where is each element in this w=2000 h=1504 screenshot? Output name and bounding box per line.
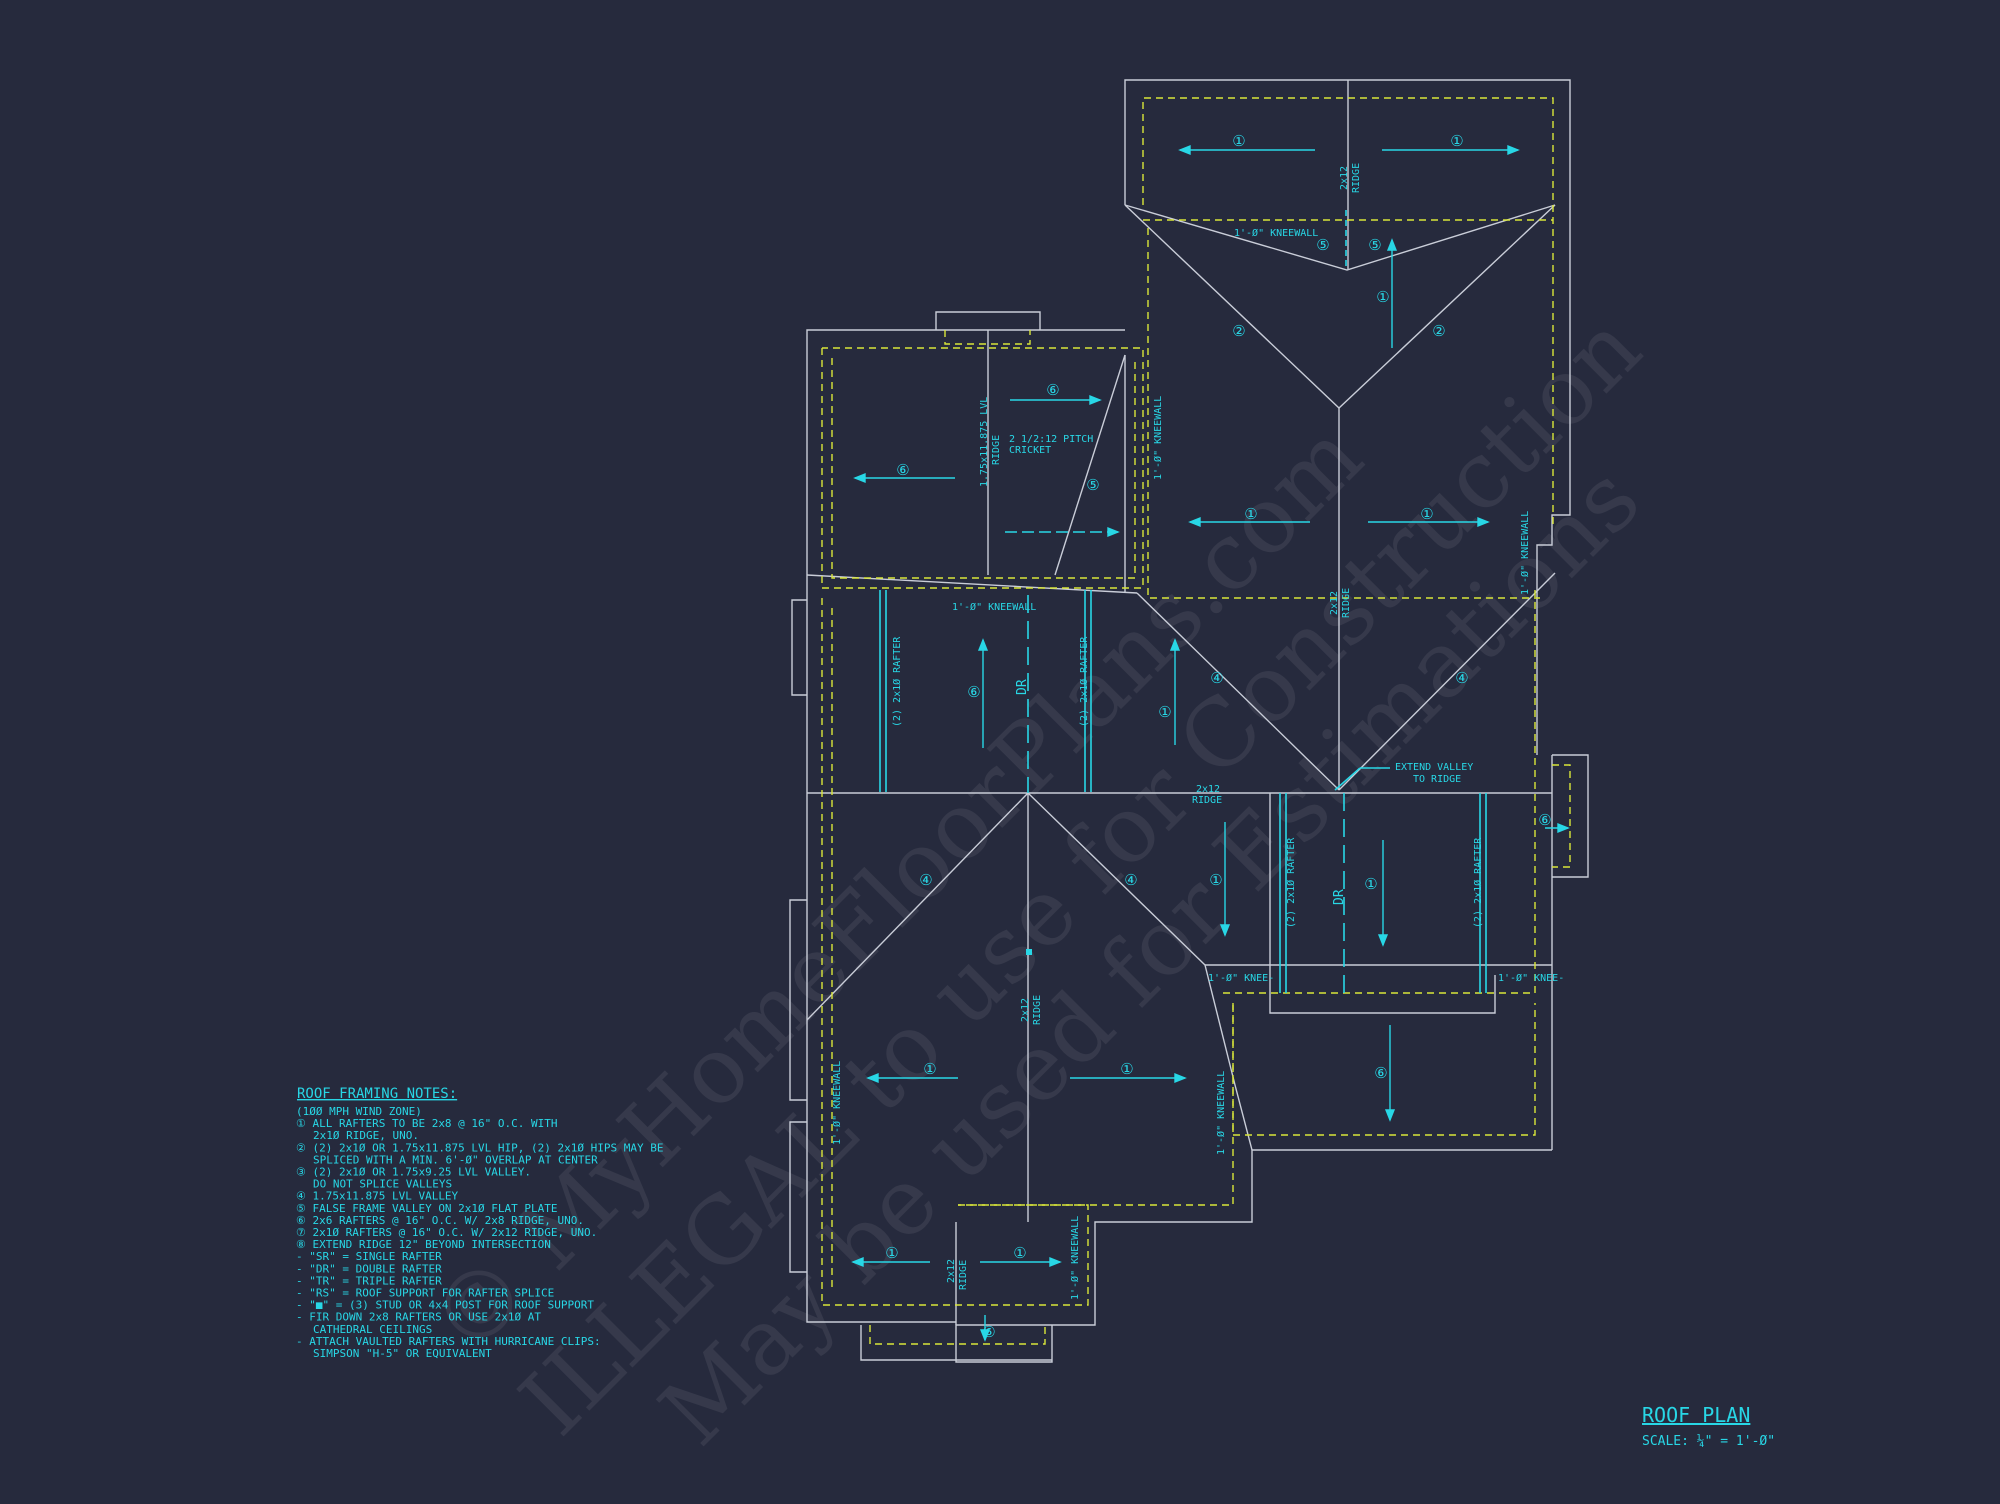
callout-6: ⑥ bbox=[982, 1323, 995, 1341]
callout-4: ④ bbox=[1124, 871, 1137, 889]
notes-line: ① ALL RAFTERS TO BE 2x8 @ 16" O.C. WITH bbox=[296, 1117, 558, 1130]
ridge-size-label: 2x12 bbox=[1329, 591, 1340, 615]
callout-6: ⑥ bbox=[896, 461, 909, 479]
rafter-label: (2) 2x1Ø RAFTER bbox=[1472, 837, 1484, 928]
wall-dashed-lines bbox=[821, 97, 1571, 1345]
callout-1: ① bbox=[1158, 703, 1171, 721]
ridge-label: RIDGE bbox=[958, 1260, 969, 1290]
roof-framing-notes: ROOF FRAMING NOTES: (1ØØ MPH WIND ZONE)①… bbox=[296, 1086, 663, 1360]
ridge-label: RIDGE bbox=[1192, 795, 1222, 806]
roof-outline bbox=[789, 79, 1589, 1363]
double-rafter-label: DR bbox=[1015, 679, 1030, 695]
callout-1: ① bbox=[885, 1244, 898, 1262]
kneewall-label: 1'-Ø" KNEEWALL bbox=[1234, 227, 1318, 239]
notes-line: ⑦ 2x1Ø RAFTERS @ 16" O.C. W/ 2x12 RIDGE,… bbox=[296, 1226, 597, 1239]
callout-6: ⑥ bbox=[1046, 381, 1059, 399]
kneewall-label: 1'-Ø" KNEEWALL bbox=[1215, 1071, 1227, 1155]
kneewall-label: 1'-Ø" KNEEWALL bbox=[1519, 511, 1531, 595]
drawing-scale: SCALE: ¼" = 1'-Ø" bbox=[1642, 1434, 1775, 1449]
extend-valley-label: TO RIDGE bbox=[1413, 774, 1461, 785]
notes-line: ⑥ 2x6 RAFTERS @ 16" O.C. W/ 2x8 RIDGE, U… bbox=[296, 1214, 584, 1227]
callout-1: ① bbox=[1120, 1060, 1133, 1078]
notes-line: - "TR" = TRIPLE RAFTER bbox=[296, 1274, 442, 1287]
ridge-label: RIDGE bbox=[1032, 995, 1043, 1025]
ridge-size-label: 2x12 bbox=[1339, 166, 1350, 190]
support-post bbox=[1026, 949, 1032, 955]
notes-line: (1ØØ MPH WIND ZONE) bbox=[296, 1105, 422, 1118]
ridge-label: RIDGE bbox=[1351, 163, 1362, 193]
callout-1: ① bbox=[1209, 871, 1222, 889]
notes-line: 2x1Ø RIDGE, UNO. bbox=[313, 1129, 419, 1142]
lvl-ridge-label: RIDGE bbox=[991, 435, 1002, 465]
callout-1: ① bbox=[1420, 505, 1433, 523]
rafter-label: (2) 2x1Ø RAFTER bbox=[1285, 837, 1297, 928]
kneewall-label: 1'-Ø" KNEEWALL bbox=[831, 1061, 843, 1145]
callout-5: ⑤ bbox=[1086, 476, 1099, 494]
callout-1: ① bbox=[1364, 875, 1377, 893]
notes-line: CATHEDRAL CEILINGS bbox=[313, 1323, 432, 1336]
callout-2: ② bbox=[1432, 322, 1445, 340]
double-rafter-label: DR bbox=[1332, 889, 1347, 905]
ridge-label: RIDGE bbox=[1341, 588, 1352, 618]
knee-label: 1'-Ø" KNEE- bbox=[1208, 972, 1274, 984]
callouts: ① ① ⑤ ⑤ ① ② ② ⑥ ⑤ ⑥ ① ① ④ ④ ① ⑥ ⑥ ④ ④ ① … bbox=[885, 132, 1551, 1341]
callout-1: ① bbox=[1450, 132, 1463, 150]
title-block: ROOF PLAN SCALE: ¼" = 1'-Ø" bbox=[1642, 1403, 1775, 1449]
callout-6: ⑥ bbox=[1374, 1064, 1387, 1082]
notes-line: SIMPSON "H-5" OR EQUIVALENT bbox=[313, 1347, 492, 1360]
ridge-size-label: 2x12 bbox=[946, 1259, 957, 1283]
callout-1: ① bbox=[1376, 288, 1389, 306]
kneewall-label: 1'-Ø" KNEEWALL bbox=[1152, 396, 1164, 480]
plan-labels: 1'-Ø" KNEEWALL 1'-Ø" KNEEWALL 2x12 RIDGE… bbox=[831, 163, 1564, 1300]
lvl-ridge-label: 1.75x11.875 LVL bbox=[979, 397, 990, 487]
callout-1: ① bbox=[1232, 132, 1245, 150]
callout-1: ① bbox=[1244, 505, 1257, 523]
notes-lines: (1ØØ MPH WIND ZONE)① ALL RAFTERS TO BE 2… bbox=[296, 1105, 663, 1360]
rafter-arrows bbox=[851, 144, 1570, 1342]
kneewall-label: 1'-Ø" KNEEWALL bbox=[952, 601, 1036, 613]
notes-line: ② (2) 2x1Ø OR 1.75x11.875 LVL HIP, (2) 2… bbox=[296, 1141, 663, 1154]
callout-4: ④ bbox=[1210, 669, 1223, 687]
notes-line: ③ (2) 2x1Ø OR 1.75x9.25 LVL VALLEY. bbox=[296, 1166, 531, 1179]
notes-line: ⑤ FALSE FRAME VALLEY ON 2x1Ø FLAT PLATE bbox=[296, 1202, 558, 1215]
notes-line: ⑧ EXTEND RIDGE 12" BEYOND INTERSECTION bbox=[296, 1238, 551, 1251]
notes-heading: ROOF FRAMING NOTES: bbox=[297, 1086, 457, 1102]
notes-line: - "■" = (3) STUD OR 4x4 POST FOR ROOF SU… bbox=[296, 1299, 594, 1312]
kneewall-label: 1'-Ø" KNEEWALL bbox=[1069, 1216, 1081, 1300]
notes-line: - ATTACH VAULTED RAFTERS WITH HURRICANE … bbox=[296, 1335, 601, 1348]
callout-5: ⑤ bbox=[1316, 236, 1329, 254]
notes-line: - "DR" = DOUBLE RAFTER bbox=[296, 1262, 442, 1275]
extend-valley-label: EXTEND VALLEY bbox=[1395, 762, 1473, 773]
callout-6: ⑥ bbox=[1538, 811, 1551, 829]
notes-line: - "RS" = ROOF SUPPORT FOR RAFTER SPLICE bbox=[296, 1287, 554, 1300]
cricket-label: CRICKET bbox=[1009, 445, 1051, 456]
drawing-title: ROOF PLAN bbox=[1642, 1403, 1750, 1427]
callout-2: ② bbox=[1232, 322, 1245, 340]
knee-label: 1'-Ø" KNEE- bbox=[1498, 972, 1564, 984]
notes-line: - FIR DOWN 2x8 RAFTERS OR USE 2x1Ø AT bbox=[296, 1311, 541, 1324]
callout-6: ⑥ bbox=[967, 683, 980, 701]
ridge-size-label: 2x12 bbox=[1196, 784, 1220, 795]
cricket-label: 2 1/2:12 PITCH bbox=[1009, 434, 1093, 445]
callout-5: ⑤ bbox=[1368, 236, 1381, 254]
notes-line: SPLICED WITH A MIN. 6'-Ø" OVERLAP AT CEN… bbox=[313, 1153, 598, 1166]
rafter-lines bbox=[879, 210, 1487, 993]
callout-4: ④ bbox=[1455, 669, 1468, 687]
rafter-label: (2) 2x1Ø RAFTER bbox=[1078, 636, 1090, 727]
ridge-size-label: 2x12 bbox=[1020, 998, 1031, 1022]
notes-line: ④ 1.75x11.875 LVL VALLEY bbox=[296, 1190, 459, 1203]
notes-line: - "SR" = SINGLE RAFTER bbox=[296, 1250, 442, 1263]
notes-line: DO NOT SPLICE VALLEYS bbox=[313, 1178, 452, 1191]
callout-1: ① bbox=[1013, 1244, 1026, 1262]
callout-4: ④ bbox=[919, 871, 932, 889]
callout-1: ① bbox=[923, 1060, 936, 1078]
rafter-label: (2) 2x1Ø RAFTER bbox=[891, 636, 903, 727]
